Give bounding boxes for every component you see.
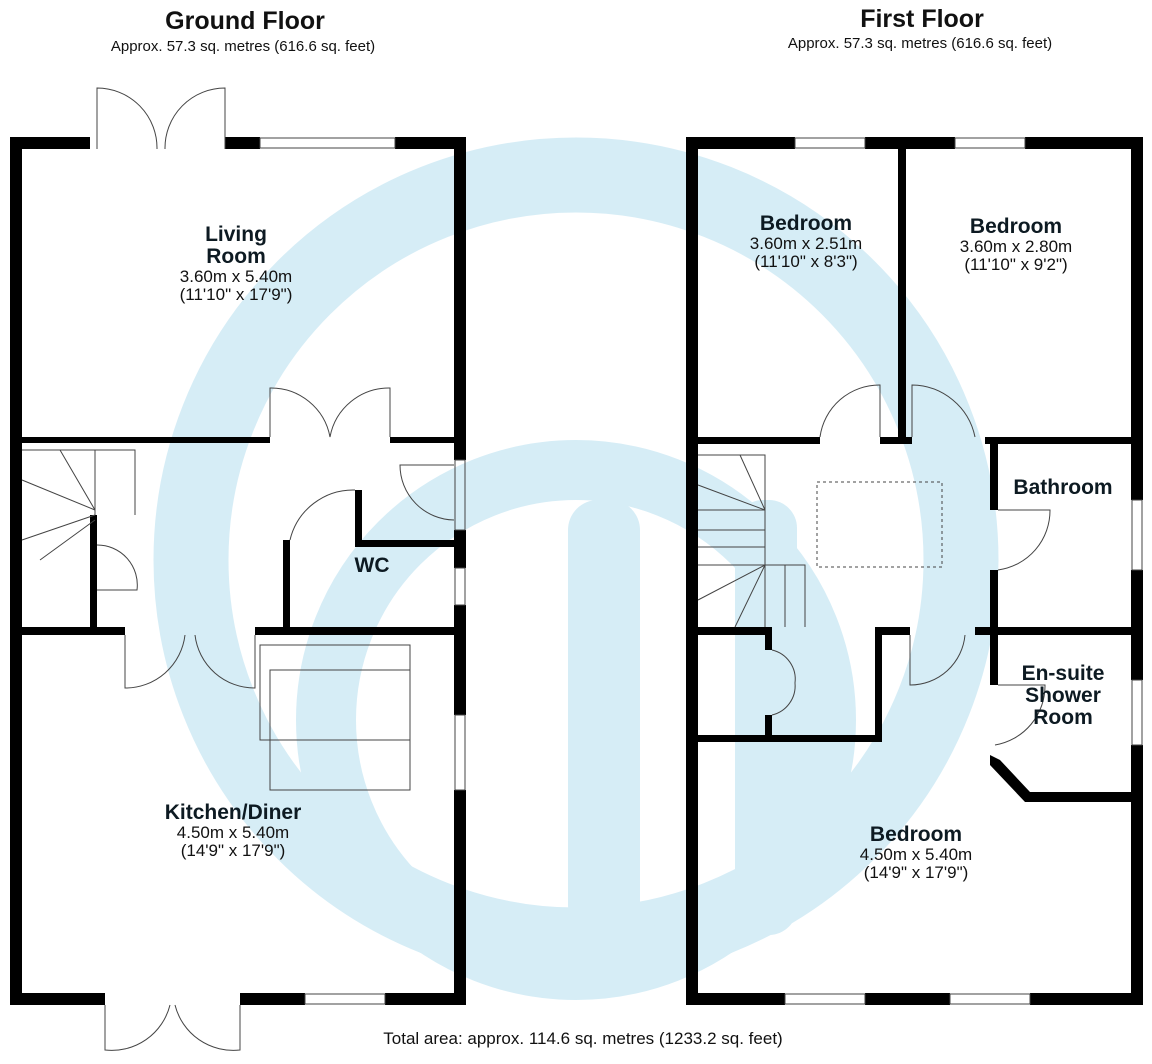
room-bedroom-3: Bedroom 3.60m x 2.80m (11'10" x 9'2") <box>959 215 1073 274</box>
room-size-metric: 3.60m x 2.51m <box>749 234 863 254</box>
room-name: Bedroom <box>759 212 853 235</box>
room-kitchen-diner: Kitchen/Diner 4.50m x 5.40m (14'9" x 17'… <box>164 801 302 860</box>
ground-floor-area: Approx. 57.3 sq. metres (616.6 sq. feet) <box>110 38 376 55</box>
first-floor-walls <box>686 137 1143 1005</box>
room-size-imperial: (11'10" x 8'3") <box>754 251 858 271</box>
room-size-metric: 3.60m x 5.40m <box>179 267 293 287</box>
total-area: Total area: approx. 114.6 sq. metres (12… <box>383 1029 783 1048</box>
room-name: Bedroom <box>969 215 1063 238</box>
ground-floor-fixtures <box>21 87 466 1051</box>
room-living-room: Living Room 3.60m x 5.40m (11'10" x 17'9… <box>176 223 296 304</box>
ground-floor-walls <box>10 137 466 1005</box>
room-size-metric: 4.50m x 5.40m <box>176 823 290 843</box>
room-size-imperial: (11'10" x 17'9") <box>179 284 293 304</box>
watermark-logo <box>153 137 999 1000</box>
room-size-imperial: (11'10" x 9'2") <box>964 254 1068 274</box>
room-size-imperial: (14'9" x 17'9") <box>863 862 969 882</box>
room-name: Bedroom <box>869 823 963 846</box>
first-floor-fixtures <box>697 137 1143 1005</box>
ground-floor-title: Ground Floor <box>165 7 325 35</box>
room-name: Living Room <box>205 223 267 269</box>
room-size-imperial: (14'9" x 17'9") <box>180 840 286 860</box>
room-bathroom: Bathroom <box>1013 476 1113 499</box>
room-bedroom-2: Bedroom 3.60m x 2.51m (11'10" x 8'3") <box>749 212 863 271</box>
room-ensuite-shower-room: En-suite Shower Room <box>1021 662 1105 730</box>
room-wc: WC <box>354 554 390 577</box>
first-floor-area: Approx. 57.3 sq. metres (616.6 sq. feet) <box>787 35 1053 52</box>
room-size-metric: 3.60m x 2.80m <box>959 237 1073 257</box>
first-floor-title: First Floor <box>860 5 984 33</box>
room-bedroom-1: Bedroom 4.50m x 5.40m (14'9" x 17'9") <box>859 823 973 882</box>
room-name: Kitchen/Diner <box>164 801 302 824</box>
room-size-metric: 4.50m x 5.40m <box>859 845 973 865</box>
